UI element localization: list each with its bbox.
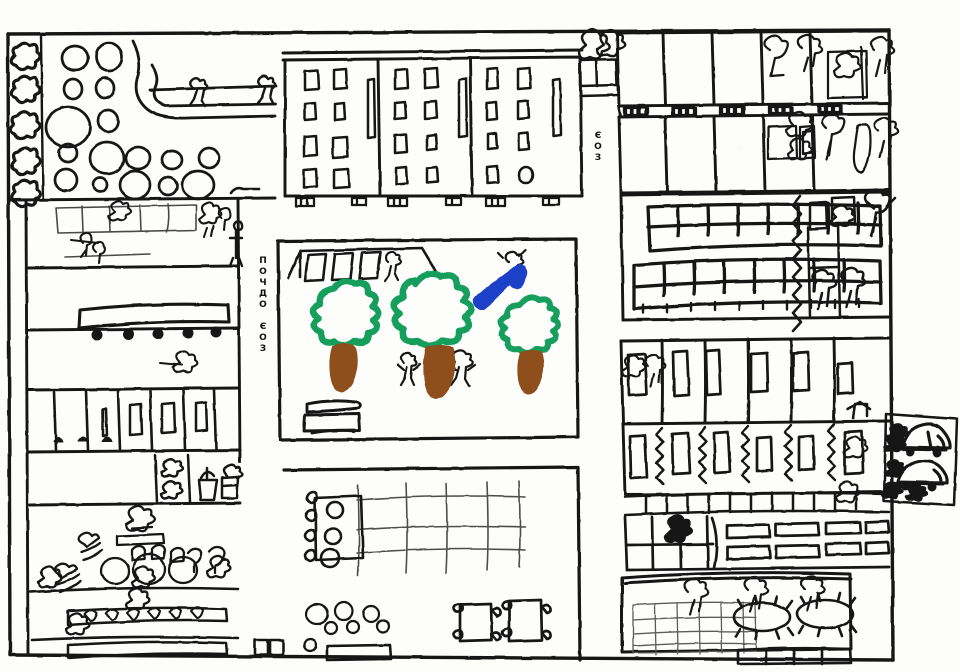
west-garden-strips <box>8 196 277 657</box>
park-swing-set <box>286 246 442 283</box>
tree-centre <box>391 270 475 400</box>
planting-dots-row <box>91 326 222 341</box>
apartment-blocks-north <box>281 48 584 198</box>
east-housing-zigzag-walls <box>654 422 837 486</box>
block-vertical-caption: ЄОЗ <box>593 131 603 164</box>
east-housing-lower-plant <box>842 435 869 459</box>
south-east-yard-planters <box>725 519 891 561</box>
tree-row-strip <box>39 33 45 202</box>
courtyard-stones <box>302 600 391 653</box>
park-swing-child <box>383 250 402 283</box>
plan-outer-frame <box>6 28 895 662</box>
strip-round-trees <box>9 41 42 209</box>
east-housing-upper-windows <box>626 348 855 398</box>
north-east-corner-trees <box>577 28 627 98</box>
greenhouse-block-frame <box>619 190 892 322</box>
cafe-terrace-floor-grid <box>632 601 757 656</box>
parking-bushes <box>881 423 929 502</box>
pebble-yard <box>44 41 221 201</box>
west-unit-bushes <box>53 436 113 443</box>
nursery-pots <box>36 504 232 636</box>
park-trees <box>309 270 561 400</box>
garden-plants <box>69 200 232 374</box>
nursery-seedlings <box>83 606 205 623</box>
second-east-row <box>617 112 891 195</box>
cafe-terrace-steps <box>736 646 853 666</box>
paved-strip-plant <box>834 480 861 504</box>
south-east-yard <box>623 514 891 572</box>
tree-right <box>498 294 561 395</box>
north-east-row <box>615 29 890 118</box>
cafe-terrace <box>620 571 853 654</box>
west-unit-windows <box>101 400 209 438</box>
planter-row <box>153 453 244 504</box>
south-east-yard-plant <box>664 514 694 544</box>
courtyard-frame <box>282 465 582 662</box>
east-housing-upper-plants <box>620 353 667 388</box>
west-path-figure <box>228 220 244 268</box>
nursery-yard <box>28 586 240 642</box>
curved-pathway-north <box>131 39 278 120</box>
apartment-windows <box>302 66 563 190</box>
courtyard-south-slab <box>253 638 393 662</box>
cafe-terrace-tables <box>732 591 858 641</box>
greenhouse-hall-lower-legs <box>641 297 861 315</box>
long-bench-west <box>77 302 231 330</box>
park-people <box>396 248 527 388</box>
paved-strip <box>623 490 891 517</box>
east-housing-upper <box>619 336 891 426</box>
tree-left <box>309 277 382 393</box>
parking-car-bottom-wheels <box>901 481 937 492</box>
second-east-row-benches <box>624 104 844 118</box>
courtyard-bench-table <box>303 490 365 569</box>
parking-car-top-wheels <box>905 447 942 458</box>
garden-strip-details <box>55 203 197 258</box>
courtyard-tables <box>452 598 552 643</box>
second-east-row-planters <box>766 110 900 174</box>
west-unit-row <box>52 388 218 452</box>
parking-entry-marker <box>846 400 872 420</box>
east-housing-lower-windows <box>628 429 865 480</box>
nursery-beds <box>66 606 229 660</box>
north-east-row-plants <box>763 33 896 101</box>
greenhouse-zigzag-path <box>791 194 803 333</box>
park-slide <box>473 264 527 311</box>
park-vertical-caption: ПОЧДО ЄОЗ <box>258 256 268 355</box>
pathway-figures <box>188 75 277 108</box>
apartment-entrances <box>294 196 561 208</box>
greenhouse-hall-lower <box>632 257 883 311</box>
yard-exit-arrow <box>229 186 261 195</box>
courtyard-grid-court <box>356 480 526 576</box>
cafe-terrace-plants <box>683 574 827 616</box>
park-bench <box>302 399 362 435</box>
greenhouse-side-plot <box>806 188 897 319</box>
east-housing-divider <box>619 336 891 343</box>
central-park-frame <box>276 237 580 442</box>
